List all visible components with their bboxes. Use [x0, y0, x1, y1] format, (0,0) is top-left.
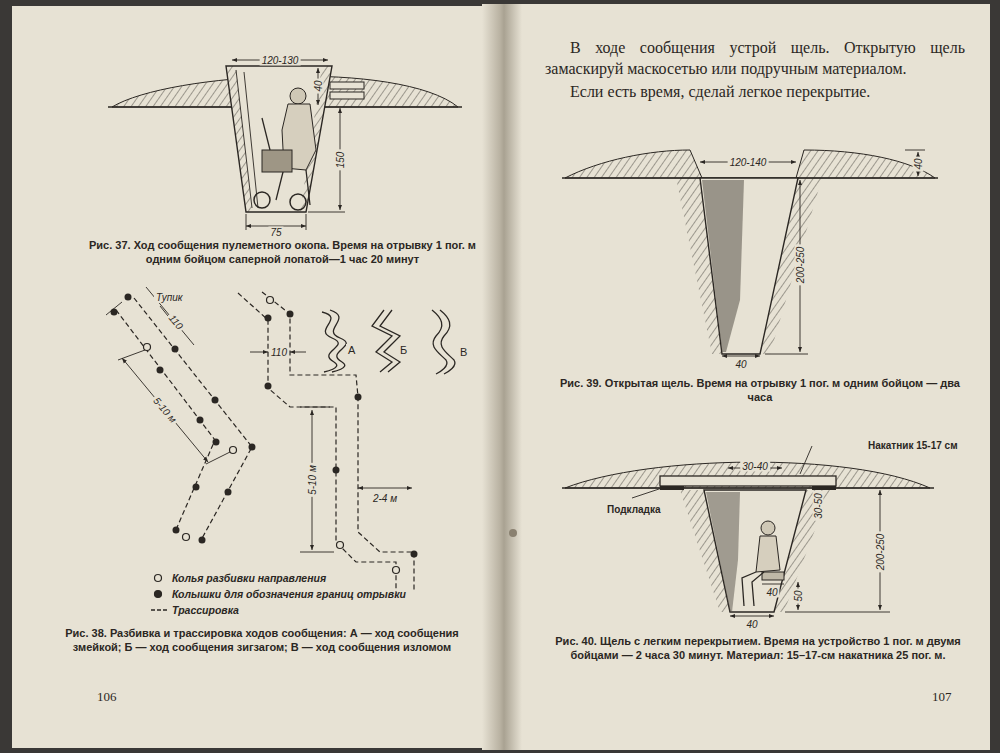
mg-trench-section — [108, 60, 462, 230]
dimension-label: 200-250 — [875, 532, 886, 573]
dimension-label: 40 — [913, 156, 924, 171]
body-text: В ходе сообщения устрой щель. Открытую щ… — [545, 38, 965, 80]
page-number: 107 — [930, 690, 954, 704]
dimension-label: 30-40 — [740, 461, 770, 472]
variant-letter: Б — [398, 344, 409, 356]
dimension-label: 200-250 — [795, 245, 806, 286]
dimension-label: 5-10 м — [307, 463, 318, 497]
variant-letter: В — [458, 346, 469, 358]
stepped-trace — [238, 292, 418, 592]
legend-row: Колышки для обозначения границ отрывки — [150, 588, 406, 600]
dimension-label: 30-50 — [813, 491, 824, 521]
page-number: 106 — [95, 690, 119, 704]
legend-text: Колья разбивки направления — [172, 572, 326, 584]
figure-caption: Рис. 37. Ход сообщения пулеметного окопа… — [85, 238, 480, 267]
part-label: Подкладка — [605, 504, 662, 515]
dimension-label: 120-130 — [260, 55, 301, 66]
open-slit-section — [562, 150, 938, 356]
covered-slit-section — [562, 446, 934, 616]
legend-text: Колышки для обозначения границ отрывки — [172, 588, 406, 600]
legend-sample — [150, 572, 168, 584]
legend-row: Колья разбивки направления — [150, 572, 326, 584]
legend-row: Трассировка — [150, 604, 239, 616]
dimension-label: 150 — [335, 150, 346, 171]
variant-letter: А — [346, 344, 357, 356]
dimension-label: 5-10 м — [150, 394, 180, 427]
dimension-label: 40 — [744, 619, 759, 630]
figure-caption: Рис. 38. Разбивка и трассировка ходов со… — [62, 626, 462, 655]
dimension-label: 110 — [269, 347, 289, 358]
dimension-label: 40 — [313, 78, 324, 93]
dimension-label: 110 — [165, 311, 186, 333]
part-label: Накатник 15-17 см — [866, 440, 960, 451]
legend-sample — [150, 604, 168, 616]
trench-shape-symbols — [322, 310, 455, 374]
point-label: Тупик — [154, 292, 185, 303]
figure-caption: Рис. 39. Открытая щель. Время на отрывку… — [555, 376, 965, 405]
dimension-label: 120-140 — [728, 157, 769, 168]
dimension-label: 40 — [733, 359, 748, 370]
dimension-label: 50 — [793, 588, 804, 603]
legend-text: Трассировка — [172, 604, 239, 616]
zigzag-trace — [106, 287, 256, 544]
figure-caption: Рис. 40. Щель с легким перекрытием. Врем… — [548, 634, 968, 663]
dimension-label: 2-4 м — [371, 493, 399, 504]
legend-sample — [150, 588, 168, 600]
dimension-label: 40 — [764, 587, 779, 598]
dimension-label: 75 — [268, 227, 283, 238]
body-text: Если есть время, сделай легкое перекрыти… — [545, 82, 965, 103]
